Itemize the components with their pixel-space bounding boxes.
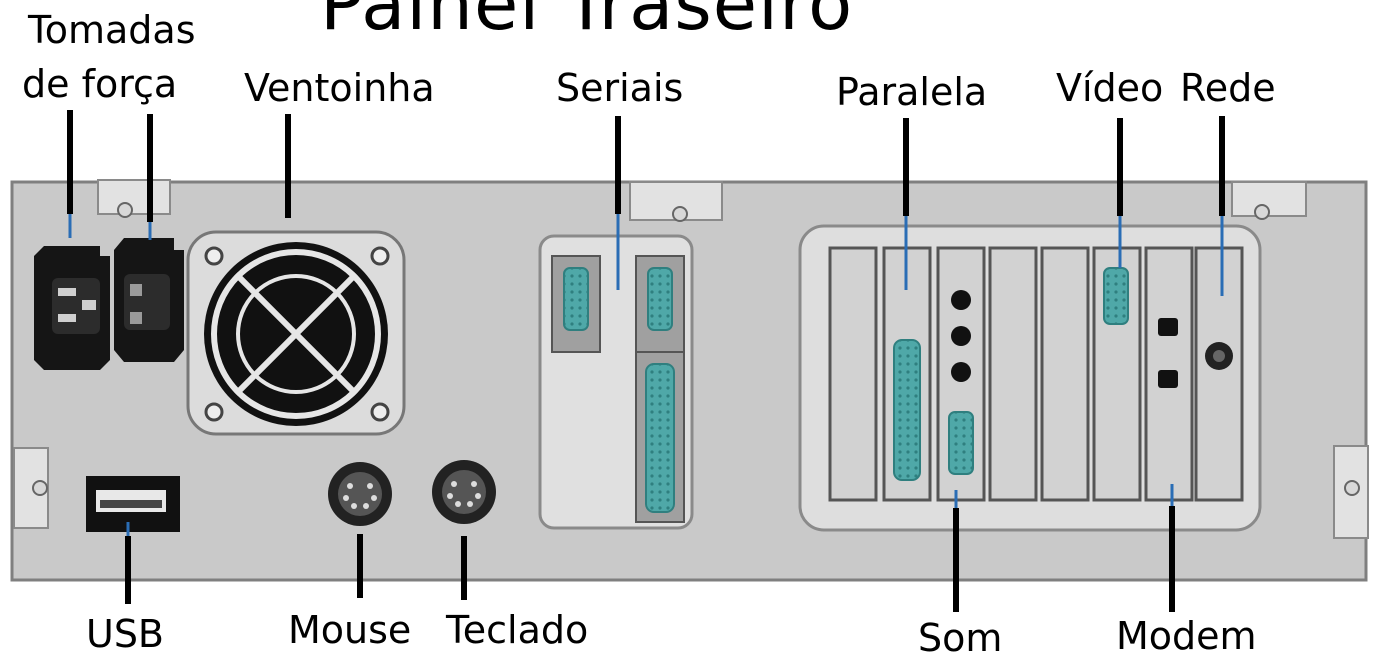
label-sound: Som [918, 616, 1003, 660]
pointer-line-tips [68, 214, 1224, 536]
label-parallel: Paralela [836, 70, 988, 114]
label-network: Rede [1180, 66, 1276, 110]
serial-ports-bracket [538, 234, 694, 530]
label-modem: Modem [1116, 614, 1257, 658]
label-fan: Ventoinha [244, 66, 435, 110]
mouse-port-icon [328, 462, 392, 526]
label-power-line2: de força [22, 62, 178, 106]
fan-icon [186, 230, 406, 436]
label-keyboard: Teclado [446, 608, 589, 652]
power-socket-left [34, 246, 110, 370]
label-video: Vídeo [1056, 66, 1164, 110]
label-mouse: Mouse [288, 608, 412, 652]
expansion-slots [798, 224, 1262, 532]
pointer-lines [67, 110, 1225, 612]
diagram-title: Painel Traseiro [320, 0, 854, 46]
label-power-line1: Tomadas [28, 8, 196, 52]
keyboard-port-icon [432, 460, 496, 524]
label-serial: Seriais [556, 66, 684, 110]
power-socket-right [114, 238, 184, 362]
usb-port-icon [86, 476, 180, 532]
label-usb: USB [86, 612, 165, 656]
